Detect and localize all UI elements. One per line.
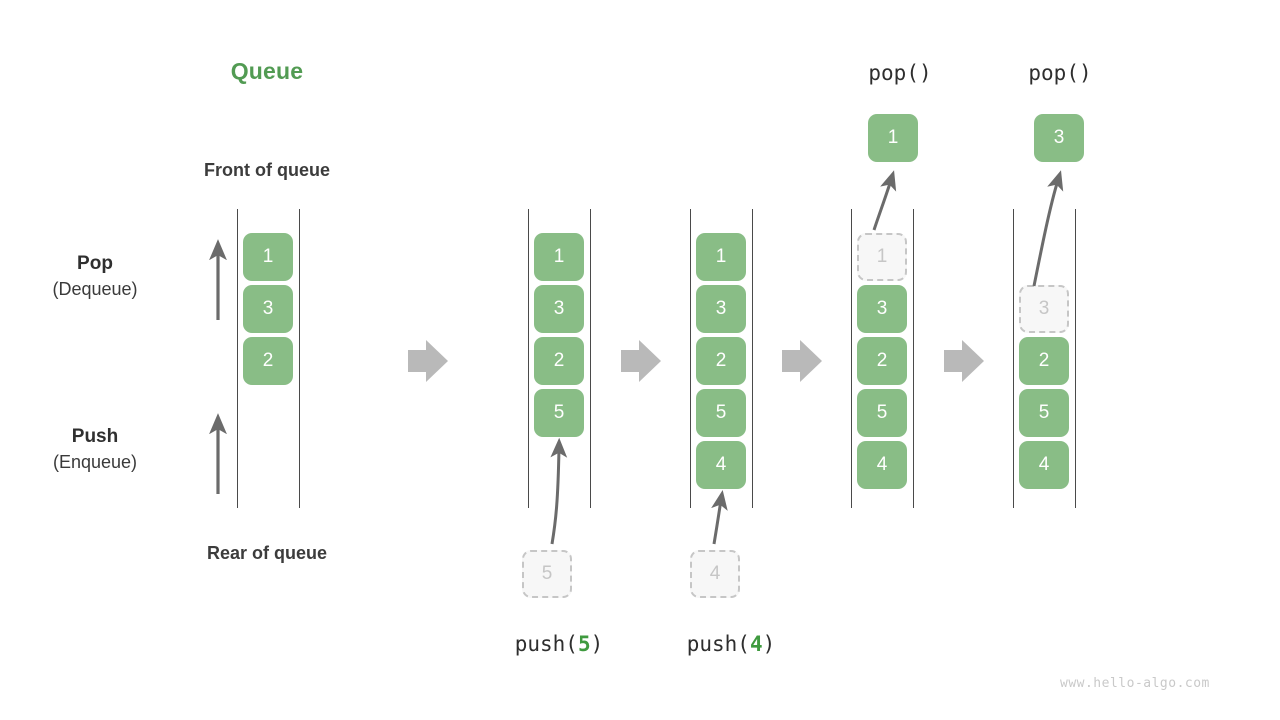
push-4-arrow [711, 489, 728, 545]
queue-item: 2 [857, 337, 907, 385]
queue-item: 2 [1019, 337, 1069, 385]
push-side-label: Push (Enqueue) [0, 425, 190, 475]
pop-label-main: Pop [77, 253, 113, 274]
push-5-arrow [550, 437, 568, 545]
queue-rail-left-col3 [851, 209, 852, 508]
queue-rail-right-col0 [299, 209, 300, 508]
push-label-main: Push [71, 426, 119, 447]
queue-item: 3 [696, 285, 746, 333]
push-4-caption-arg: 4 [749, 632, 763, 656]
push-4-caption-close: ) [762, 632, 776, 656]
pop-1-arrow [872, 170, 897, 231]
pop-side-label: Pop (Dequeue) [0, 252, 190, 302]
push-5-caption-arg: 5 [577, 632, 591, 656]
queue-item: 4 [696, 441, 746, 489]
queue-item: 3 [243, 285, 293, 333]
queue-item: 4 [857, 441, 907, 489]
queue-item-ghost: 1 [857, 233, 907, 281]
pop-label-alt: (Dequeue) [52, 279, 138, 299]
step-arrow [621, 340, 661, 382]
popped-item: 3 [1034, 114, 1084, 162]
popped-item: 1 [868, 114, 918, 162]
incoming-item-ghost: 5 [522, 550, 572, 598]
queue-item: 2 [696, 337, 746, 385]
queue-rail-right-col3 [913, 209, 914, 508]
push-5-caption-close: ) [590, 632, 604, 656]
queue-rail-right-col2 [752, 209, 753, 508]
push-4-caption-fn: push( [686, 632, 750, 656]
queue-rail-right-col1 [590, 209, 591, 508]
queue-item: 1 [534, 233, 584, 281]
queue-rail-left-col1 [528, 209, 529, 508]
incoming-item-ghost: 4 [690, 550, 740, 598]
push-5-caption-fn: push( [514, 632, 578, 656]
queue-item: 2 [243, 337, 293, 385]
queue-rail-left-col4 [1013, 209, 1014, 508]
push-4-caption: push(4) [636, 632, 826, 656]
step-arrow [944, 340, 984, 382]
pop-3-arrow [1032, 170, 1064, 287]
queue-item: 3 [857, 285, 907, 333]
queue-item: 5 [1019, 389, 1069, 437]
queue-rail-right-col4 [1075, 209, 1076, 508]
rear-of-queue-label: Rear of queue [206, 543, 328, 563]
queue-item: 1 [696, 233, 746, 281]
queue-item: 2 [534, 337, 584, 385]
queue-item-ghost: 3 [1019, 285, 1069, 333]
queue-rail-left-col0 [237, 209, 238, 508]
queue-item: 5 [857, 389, 907, 437]
step-arrow [408, 340, 448, 382]
watermark: www.hello-algo.com [1060, 676, 1210, 691]
pop-3-caption: pop() [1028, 61, 1092, 85]
page-title: Queue [230, 58, 304, 84]
front-of-queue-label: Front of queue [204, 160, 330, 180]
queue-item: 4 [1019, 441, 1069, 489]
queue-rail-left-col2 [690, 209, 691, 508]
push-label-alt: (Enqueue) [52, 452, 138, 472]
pop-1-caption: pop() [868, 61, 932, 85]
queue-item: 1 [243, 233, 293, 281]
step-arrow [782, 340, 822, 382]
queue-item: 5 [696, 389, 746, 437]
push-5-caption: push(5) [464, 632, 654, 656]
queue-item: 3 [534, 285, 584, 333]
queue-item: 5 [534, 389, 584, 437]
